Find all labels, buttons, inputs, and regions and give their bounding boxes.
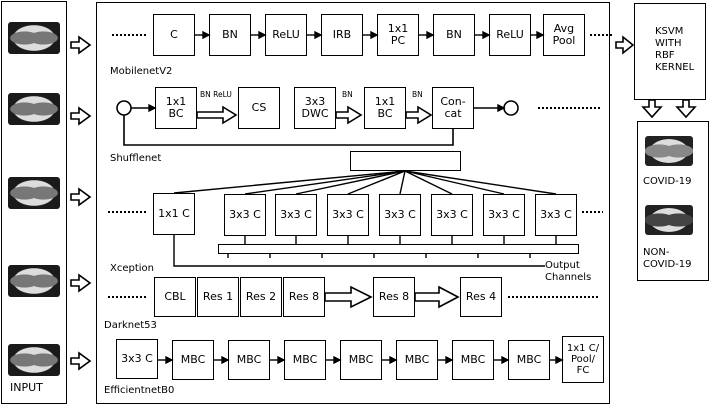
darknet-block-res4: Res 4 xyxy=(460,277,502,317)
mobilenet-block-avgpool: Avg Pool xyxy=(543,14,585,56)
xception-block-3x3c-2: 3x3 C xyxy=(275,194,317,236)
efficientnet-block-mbc3: MBC xyxy=(284,340,326,380)
ct-scan-4-image xyxy=(8,265,60,297)
xception-block-3x3c-5: 3x3 C xyxy=(431,194,473,236)
mobilenet-block-c: C xyxy=(153,14,195,56)
mobilenet-block-bn2: BN xyxy=(433,14,475,56)
shufflenet-block-bc2: 1x1 BC xyxy=(364,87,406,129)
covid-ct-image xyxy=(645,136,693,166)
shufflenet-block-cs: CS xyxy=(238,87,280,129)
input-panel xyxy=(1,1,67,404)
shufflenet-block-concat: Con- cat xyxy=(432,87,474,129)
xception-output-bar xyxy=(218,244,579,254)
efficientnet-label: EfficientnetB0 xyxy=(104,385,175,396)
xception-block-3x3c-4: 3x3 C xyxy=(379,194,421,236)
darknet-block-res8a: Res 8 xyxy=(283,277,325,317)
shufflenet-block-dwc: 3x3 DWC xyxy=(294,87,336,129)
efficientnet-block-mbc5: MBC xyxy=(396,340,438,380)
ct-scan-3-image xyxy=(8,177,60,209)
efficientnet-block-head: 1x1 C/ Pool/ FC xyxy=(562,336,604,383)
noncovid-label: NON- COVID-19 xyxy=(643,247,692,270)
efficientnet-block-mbc7: MBC xyxy=(508,340,550,380)
xception-block-3x3c-6: 3x3 C xyxy=(483,194,525,236)
mobilenet-block-bn: BN xyxy=(209,14,251,56)
shufflenet-block-bc1: 1x1 BC xyxy=(155,87,197,129)
efficientnet-block-mbc1: MBC xyxy=(172,340,214,380)
shufflenet-label: Shufflenet xyxy=(110,153,162,164)
efficientnet-block-3x3c: 3x3 C xyxy=(116,339,158,379)
efficientnet-block-mbc6: MBC xyxy=(452,340,494,380)
covid-label: COVID-19 xyxy=(643,176,692,187)
ct-scan-1-image xyxy=(8,22,60,54)
models-panel xyxy=(96,2,610,404)
classifier-label: KSVM WITH RBF KERNEL xyxy=(655,26,695,73)
xception-block-3x3c-7: 3x3 C xyxy=(535,194,577,236)
darknet-block-cbl: CBL xyxy=(154,277,196,317)
xception-block-3x3c-1: 3x3 C xyxy=(224,194,266,236)
input-label: INPUT xyxy=(10,381,43,394)
darknet-block-res8b: Res 8 xyxy=(373,277,415,317)
xception-split-bar xyxy=(350,151,461,171)
darknet-label: Darknet53 xyxy=(104,320,157,331)
xception-block-entry: 1x1 C xyxy=(153,193,195,235)
ct-scan-5-image xyxy=(8,344,60,376)
xception-output-label: Output Channels xyxy=(545,260,592,283)
xception-block-3x3c-3: 3x3 C xyxy=(327,194,369,236)
shufflenet-annotation-bn-relu: BN ReLU xyxy=(200,90,232,99)
ct-scan-2-image xyxy=(8,93,60,125)
mobilenet-label: MobilenetV2 xyxy=(110,66,173,77)
shufflenet-annotation-bn2: BN xyxy=(412,90,423,99)
mobilenet-block-pc: 1x1 PC xyxy=(377,14,419,56)
shufflenet-annotation-bn1: BN xyxy=(342,90,353,99)
efficientnet-block-mbc4: MBC xyxy=(340,340,382,380)
noncovid-ct-image xyxy=(645,205,693,235)
darknet-block-res2: Res 2 xyxy=(240,277,282,317)
xception-label: Xception xyxy=(110,263,155,274)
efficientnet-block-mbc2: MBC xyxy=(228,340,270,380)
mobilenet-block-relu: ReLU xyxy=(265,14,307,56)
mobilenet-block-irb: IRB xyxy=(321,14,363,56)
darknet-block-res1: Res 1 xyxy=(197,277,239,317)
classifier-box xyxy=(634,3,706,100)
mobilenet-block-relu2: ReLU xyxy=(489,14,531,56)
